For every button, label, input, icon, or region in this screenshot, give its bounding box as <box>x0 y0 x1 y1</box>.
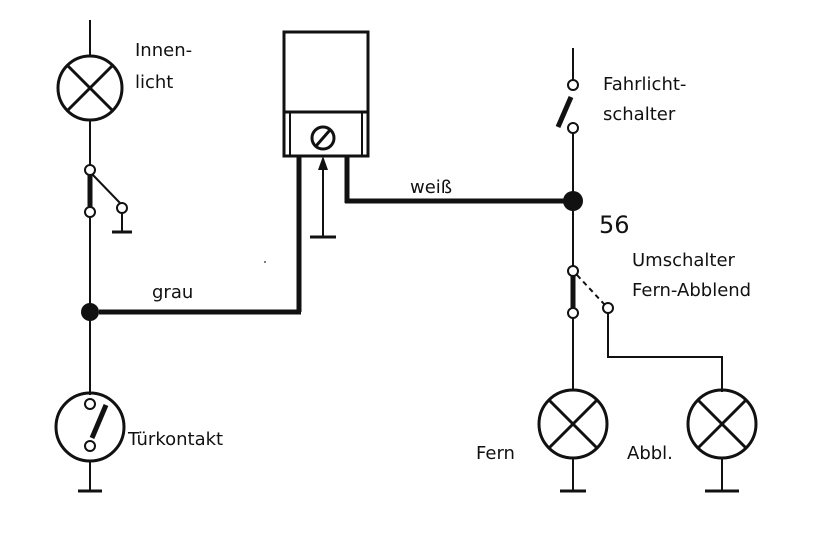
weiss-label: weiß <box>410 177 452 198</box>
umschalter-switch <box>567 265 723 392</box>
node-56-label: 56 <box>599 211 630 239</box>
abbl-lamp <box>686 388 758 493</box>
grau-label: grau <box>152 282 193 303</box>
umschalter-label-line2: Fern-Abblend <box>632 280 751 301</box>
relay-box <box>282 30 370 239</box>
innenlicht-switch <box>84 164 132 305</box>
print-speck <box>264 261 266 263</box>
left-junction <box>81 303 99 321</box>
innenlicht-lamp <box>56 20 124 166</box>
fahrlicht-label-line2: schalter <box>603 104 676 125</box>
tuerkontakt-label: Türkontakt <box>127 429 223 450</box>
fern-label: Fern <box>476 443 515 464</box>
junction-56 <box>563 191 583 211</box>
innenlicht-label-line1: Innen- <box>135 40 192 61</box>
fern-lamp <box>537 388 609 493</box>
abbl-label: Abbl. <box>627 443 673 464</box>
umschalter-label-line1: Umschalter <box>632 250 736 271</box>
wire-grau <box>99 156 302 315</box>
fahrlicht-switch <box>555 48 579 192</box>
tuerkontakt-switch <box>54 391 126 493</box>
innenlicht-label-line2: licht <box>135 72 173 93</box>
fahrlicht-label-line1: Fahrlicht- <box>603 74 686 95</box>
wire-weiss <box>344 156 565 204</box>
